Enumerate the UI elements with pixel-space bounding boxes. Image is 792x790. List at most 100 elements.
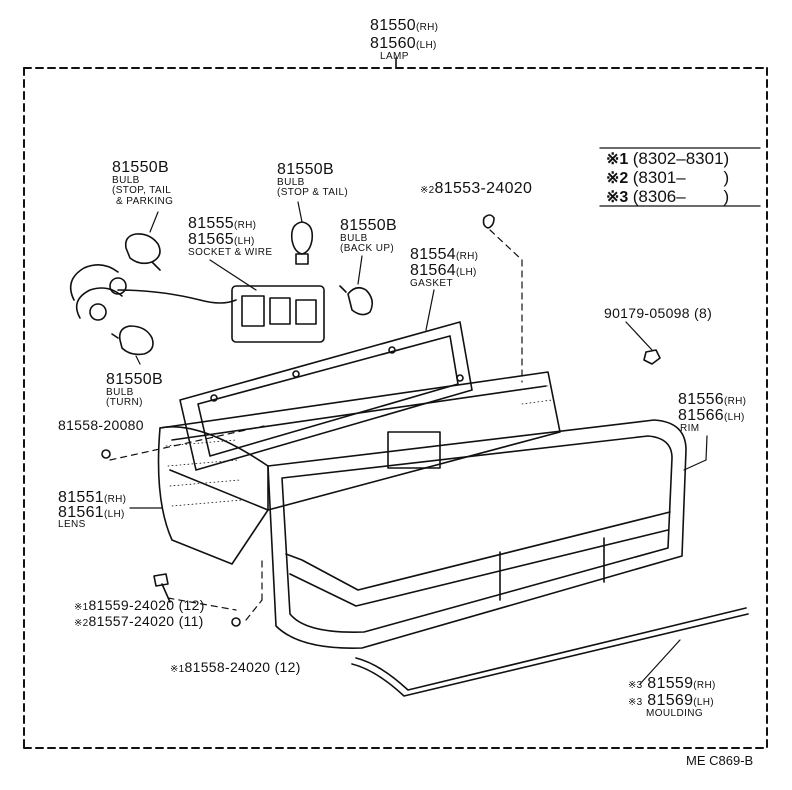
screw-1-label: ※181559-24020 (12) (74, 598, 205, 613)
legend-range-2: (8301– ) (632, 168, 730, 187)
socket-wire-shape (69, 264, 325, 343)
nut-pn: 90179-05098 (604, 305, 690, 321)
hardware-shapes (101, 214, 661, 627)
lens-pn-rh-number: 81551 (58, 489, 104, 506)
lens-side-lh: (LH) (104, 509, 125, 520)
moulding-mark-lh: ※3 (628, 697, 643, 708)
screw-1-qty: (12) (178, 597, 205, 613)
gasket-name: GASKET (410, 278, 453, 289)
socket-pn-lh: 81565(LH) (188, 232, 255, 248)
legend-mark-2: ※2 (606, 170, 629, 187)
bulb-bu-line2: (BACK UP) (340, 243, 395, 254)
screw-2-label: ※281557-24020 (11) (74, 614, 204, 629)
lens-pn-lh-number: 81561 (58, 504, 104, 521)
socket-pn-rh: 81555(RH) (188, 216, 256, 232)
bulb-st-line1: BULB (277, 177, 305, 188)
lens-side-rh: (RH) (104, 494, 127, 505)
legend-range-1: (8302–8301) (632, 149, 730, 168)
lamp-name: LAMP (380, 51, 409, 62)
rim-name: RIM (680, 423, 700, 434)
moulding-shape (351, 607, 749, 697)
screw-2-mark: ※2 (74, 618, 89, 629)
screw-2-qty: (11) (178, 613, 204, 629)
lamp-pn-lh-number: 81560 (370, 35, 416, 52)
bulb-bu-pn: 81550B (340, 217, 397, 234)
lamp-side-rh: (RH) (416, 22, 439, 33)
rim-side-rh: (RH) (724, 396, 747, 407)
bulb-stp-line2: (STOP, TAIL (112, 185, 172, 196)
gasket-side-lh: (LH) (456, 267, 477, 278)
bulb-stop-tail-parking-shape (124, 233, 161, 271)
moulding-name: MOULDING (646, 708, 704, 719)
screw-top-label: ※281553-24020 (420, 181, 532, 197)
lens-name: LENS (58, 519, 86, 530)
bulb-turn-line2: (TURN) (106, 397, 143, 408)
legend-row-3: ※3 (8306– ) (606, 188, 729, 206)
bulb-bu-line1: BULB (340, 233, 368, 244)
nut-qty: (8) (694, 305, 713, 321)
washer-1-label: ※181558-24020 (12) (170, 660, 301, 675)
rim-side-lh: (LH) (724, 412, 745, 423)
socket-pn-lh-number: 81565 (188, 231, 234, 248)
lamp-pn-rh-number: 81550 (370, 17, 416, 34)
screw-top-mark: ※2 (420, 185, 435, 196)
bulb-st-line2: (STOP & TAIL) (277, 187, 349, 198)
moulding-pn-rh-number: 81559 (647, 675, 694, 692)
socket-side-rh: (RH) (234, 220, 257, 231)
rim-pn-rh-number: 81556 (678, 391, 724, 408)
bulb-st-pn: 81550B (277, 161, 334, 178)
lamp-side-lh: (LH) (416, 40, 437, 51)
gasket-pn-lh: 81564(LH) (410, 263, 477, 279)
screw-2-pn: 81557-24020 (88, 613, 175, 629)
moulding-pn-lh: ※3 81569(LH) (628, 693, 714, 709)
moulding-pn-lh-number: 81569 (647, 692, 694, 709)
rim-pn-lh: 81566(LH) (678, 408, 745, 424)
washer-1-mark: ※1 (170, 664, 185, 675)
washer-left-pn: 81558-20080 (58, 417, 144, 433)
legend-row-2: ※2 (8301– ) (606, 169, 729, 187)
bulb-stp-line1: BULB (112, 175, 140, 186)
gasket-pn-rh: 81554(RH) (410, 247, 478, 263)
legend-mark-3: ※3 (606, 189, 629, 206)
moulding-pn-rh: ※3 81559(RH) (628, 676, 716, 692)
socket-name: SOCKET & WIRE (188, 247, 273, 258)
washer-1-pn: 81558-24020 (184, 659, 271, 675)
rim-pn-lh-number: 81566 (678, 407, 724, 424)
moulding-mark-rh: ※3 (628, 680, 643, 691)
gasket-pn-lh-number: 81564 (410, 262, 456, 279)
bulb-turn-line1: BULB (106, 387, 134, 398)
lamp-pn-rh: 81550(RH) (370, 18, 438, 34)
screw-top-pn: 81553-24020 (434, 180, 533, 197)
bulb-stp-pn: 81550B (112, 159, 169, 176)
lens-shape (157, 371, 561, 565)
screw-1-mark: ※1 (74, 602, 89, 613)
gasket-pn-rh-number: 81554 (410, 246, 456, 263)
bulb-turn-shape (111, 325, 154, 356)
socket-pn-rh-number: 81555 (188, 215, 234, 232)
socket-side-lh: (LH) (234, 236, 255, 247)
legend-mark-1: ※1 (606, 151, 629, 168)
nut-label: 90179-05098 (8) (604, 306, 712, 320)
rim-shape (267, 419, 687, 649)
screw-1-pn: 81559-24020 (88, 597, 175, 613)
washer-1-qty: (12) (274, 659, 301, 675)
attachment-dashes (109, 229, 523, 621)
lamp-pn-lh: 81560(LH) (370, 36, 437, 52)
leader-lines (129, 201, 708, 685)
bulb-stop-tail-shape (290, 221, 314, 265)
rim-pn-rh: 81556(RH) (678, 392, 746, 408)
gasket-shape (179, 321, 473, 471)
legend-range-3: (8306– ) (632, 187, 730, 206)
legend-box (599, 147, 761, 207)
moulding-side-rh: (RH) (693, 680, 716, 691)
legend-row-1: ※1 (8302–8301) (606, 150, 729, 168)
lens-pn-rh: 81551(RH) (58, 490, 126, 506)
lens-pn-lh: 81561(LH) (58, 505, 125, 521)
bulb-turn-pn: 81550B (106, 371, 163, 388)
gasket-side-rh: (RH) (456, 251, 479, 262)
bulb-back-up-shape (339, 285, 374, 316)
bulb-stp-line3: & PARKING (116, 196, 174, 207)
moulding-side-lh: (LH) (693, 697, 714, 708)
figure-code: ME C869-B (686, 753, 754, 768)
